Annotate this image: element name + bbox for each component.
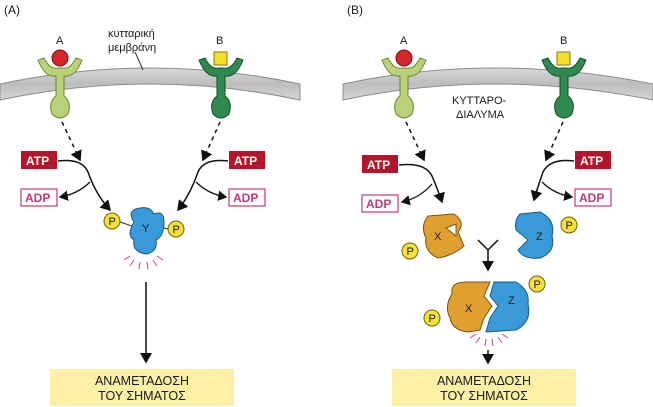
adp-box-b-right	[574, 188, 612, 207]
protein-x-icon	[422, 213, 465, 259]
atp-box-b-right	[575, 151, 611, 169]
receptor-a	[37, 57, 83, 119]
atp-label-b-left: ATP	[367, 158, 390, 172]
ligand-a-label-b: A	[400, 35, 408, 47]
dashed-arrow-a-left	[61, 121, 82, 162]
protein-x-label: X	[434, 231, 442, 243]
complex-xz: X Z	[446, 281, 530, 333]
arrow-b-left-main	[398, 163, 445, 204]
arrow-b-right-adp	[541, 181, 574, 201]
complex-z-label: Z	[508, 295, 515, 307]
phosphate-a-right-label: P	[173, 224, 180, 236]
adp-label-a-left: ADP	[25, 191, 50, 205]
ligand-b-icon-b	[556, 51, 571, 66]
dashed-arrow-b-left	[405, 121, 426, 162]
atp-label-a-left: ATP	[26, 154, 49, 168]
complex-phosphate-right-label: P	[534, 279, 541, 291]
output-b-line1: ΑΝΑΜΕΤΑΔΟΣΗ	[437, 374, 531, 388]
arrow-a-left-adp	[58, 181, 91, 201]
adp-label-b-right: ADP	[579, 191, 604, 205]
ligand-a-label: A	[56, 35, 64, 47]
phosphate-a-left-label: P	[109, 216, 116, 228]
dashed-arrow-a-right	[201, 121, 221, 162]
protein-y-label: Y	[142, 223, 150, 235]
complex-x-icon	[446, 281, 493, 333]
phosphate-x-icon	[401, 242, 419, 260]
protein-y-icon	[129, 207, 165, 255]
output-b-line2: ΤΟΥ ΣΗΜΑΤΟΣ	[440, 389, 528, 403]
adp-box-b-left	[361, 194, 399, 213]
arrow-a-right-main	[177, 159, 229, 212]
panel-a: (A) κυτταρική μεμβράνη A B ATP ADP ATP	[0, 3, 301, 406]
activation-rays-a	[123, 255, 164, 270]
membrane-label-line2: μεμβράνη	[108, 42, 156, 54]
atp-box-b-left	[362, 155, 398, 173]
phosphate-a-left-icon	[103, 212, 121, 230]
phosphate-bond-a-right	[163, 227, 169, 230]
adp-box-a-right	[228, 188, 266, 207]
atp-box-a-left	[21, 151, 57, 169]
arrow-b-left-adp	[400, 183, 433, 206]
cytoplasm-label-line2: ΔΙΑΛΥΜΑ	[456, 109, 505, 121]
activation-rays-b	[469, 333, 509, 347]
cytoplasm-label-line1: ΚΥΤΤΑΡΟ-	[452, 95, 507, 107]
ligand-b-label-b: B	[560, 35, 567, 47]
ligand-b-icon	[213, 51, 228, 66]
ligand-a-icon	[51, 49, 69, 67]
ligand-a-icon-b	[395, 49, 413, 67]
receptor-b-b	[541, 57, 587, 119]
membrane-label-line1: κυτταρική	[108, 28, 155, 40]
output-box-b	[392, 369, 576, 406]
receptor-a-b	[381, 57, 427, 119]
receptor-b	[198, 57, 244, 119]
protein-z-label: Z	[536, 231, 543, 243]
cell-membrane-a	[0, 67, 301, 101]
dashed-arrow-b-right	[544, 121, 564, 162]
output-a-line2: ΤΟΥ ΣΗΜΑΤΟΣ	[98, 389, 186, 403]
output-box-a	[50, 369, 234, 406]
complex-phosphate-right-icon	[528, 275, 546, 293]
cell-membrane-b	[342, 67, 653, 101]
complex-z-icon	[485, 281, 530, 333]
adp-label-b-left: ADP	[366, 197, 391, 211]
output-a-line1: ΑΝΑΜΕΤΑΔΟΣΗ	[95, 374, 189, 388]
atp-label-a-right: ATP	[234, 154, 257, 168]
panel-a-label: (A)	[4, 3, 20, 17]
phosphate-x-label: P	[407, 246, 414, 258]
panel-b-label: (B)	[347, 3, 363, 17]
adp-box-a-left	[20, 188, 58, 207]
complex-x-label: X	[465, 303, 473, 315]
complex-phosphate-left-label: P	[429, 313, 436, 325]
ligand-b-label: B	[216, 35, 223, 47]
atp-box-a-right	[229, 151, 265, 169]
phosphate-bond-a-left	[119, 221, 133, 227]
phosphate-z-label: P	[566, 220, 573, 232]
adp-label-a-right: ADP	[233, 191, 258, 205]
panel-b: (B) ΚΥΤΤΑΡΟ- ΔΙΑΛΥΜΑ A B ATP ADP ATP	[342, 3, 653, 406]
protein-z-icon	[515, 211, 554, 259]
arrow-b-right-main	[530, 159, 575, 202]
arrow-a-right-adp	[195, 181, 228, 201]
phosphate-z-icon	[560, 216, 578, 234]
complex-phosphate-left-icon	[423, 309, 441, 327]
arrow-a-left-main	[57, 159, 112, 212]
membrane-pointer-line	[134, 51, 144, 71]
atp-label-b-right: ATP	[580, 154, 603, 168]
